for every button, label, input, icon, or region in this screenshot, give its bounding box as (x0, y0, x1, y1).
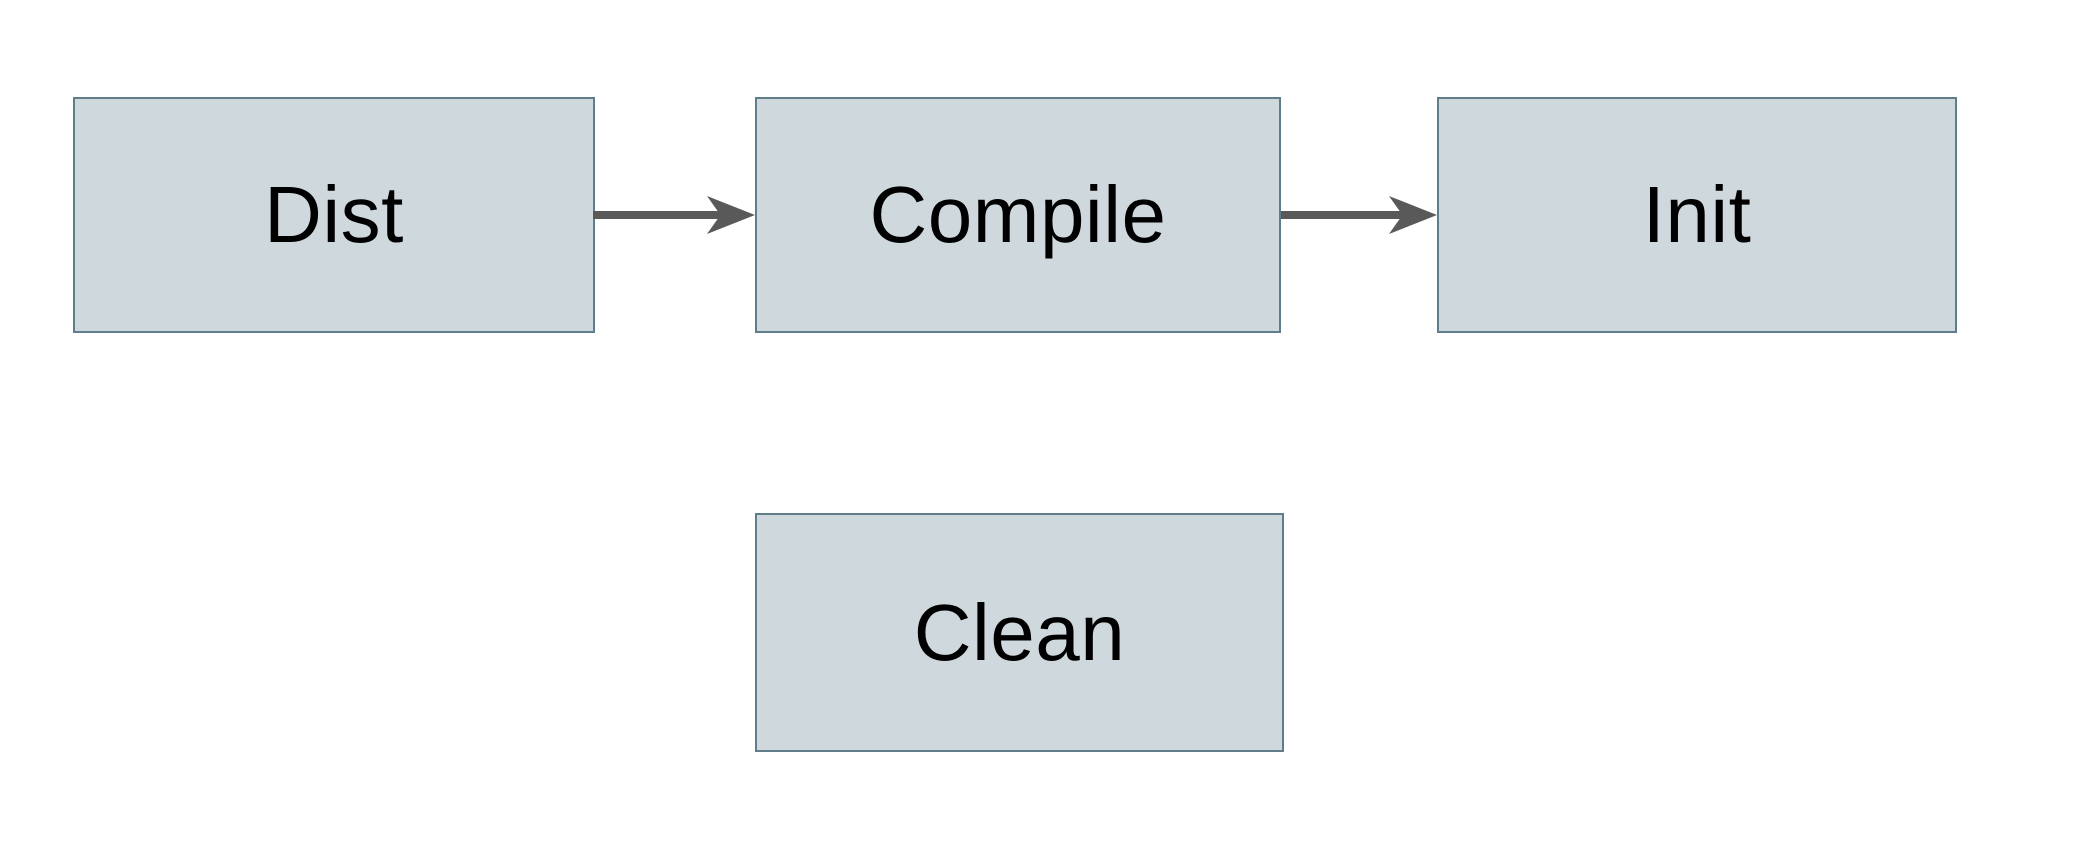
edge-dist-to-compile-shaft (593, 211, 723, 219)
edge-compile-to-init-shaft (1281, 211, 1405, 219)
node-clean-label: Clean (913, 587, 1126, 677)
node-init-label: Init (1642, 170, 1752, 259)
node-compile: Compile (755, 97, 1281, 333)
node-init: Init (1437, 97, 1957, 333)
node-dist: Dist (73, 97, 595, 333)
node-compile-label: Compile (869, 170, 1167, 259)
node-clean: Clean (755, 513, 1284, 752)
node-dist-label: Dist (264, 170, 404, 259)
